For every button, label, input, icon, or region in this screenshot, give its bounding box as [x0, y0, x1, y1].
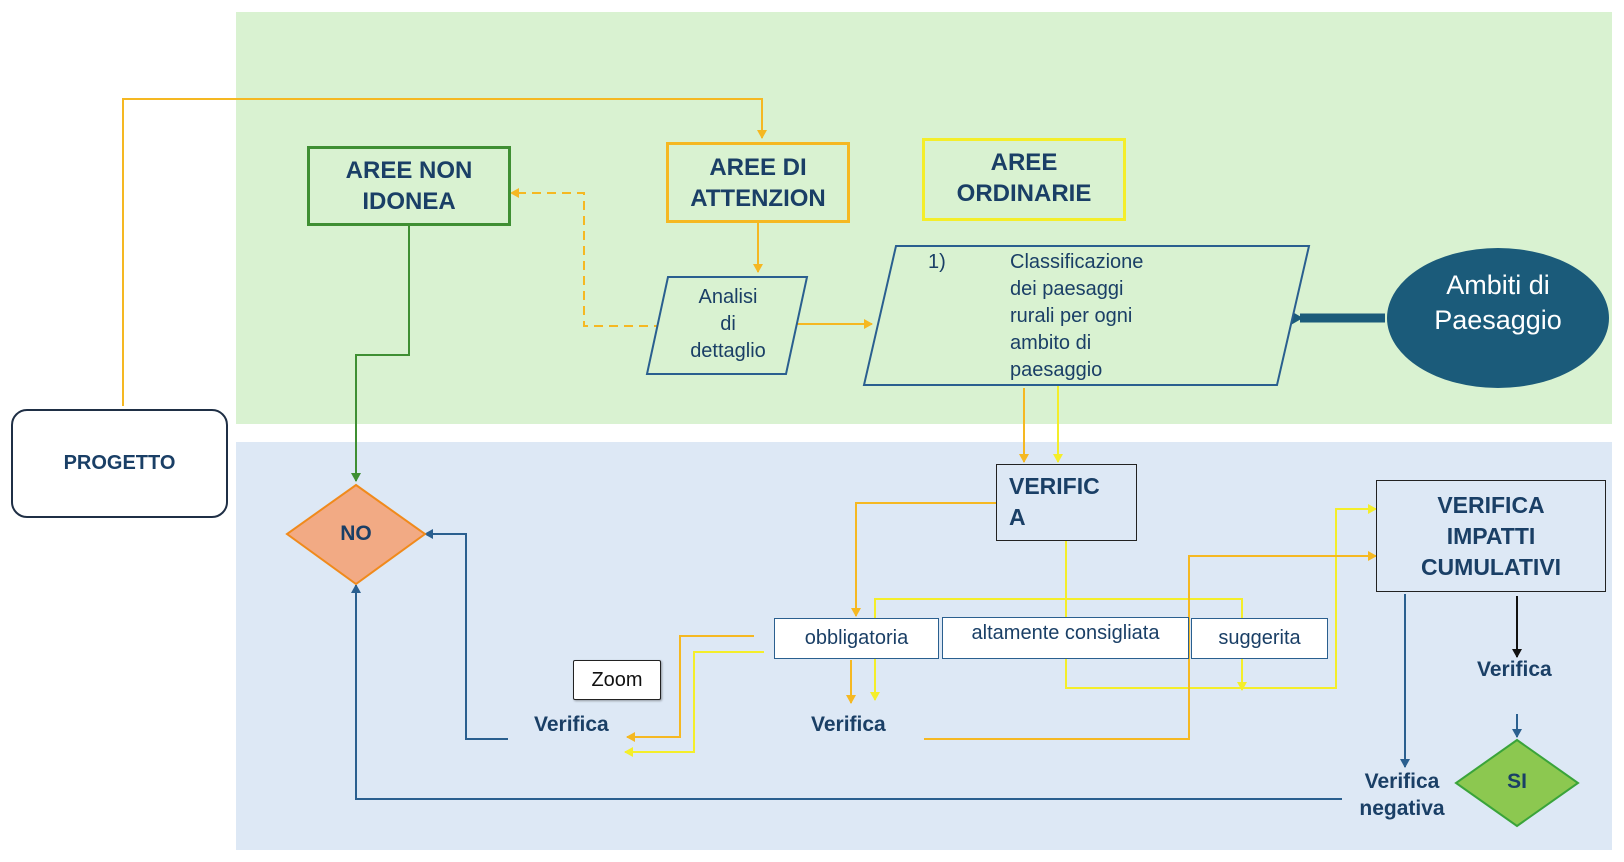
- aree-ordinarie-box[interactable]: AREE ORDINARIE: [922, 138, 1126, 221]
- nonidonea-to-no-connector: [351, 226, 410, 482]
- obbligatoria-to-verifica-left-orange: [626, 635, 754, 742]
- negativa-to-no-connector: [351, 584, 1342, 800]
- aree-attenzione-box[interactable]: AREE DI ATTENZION: [666, 142, 850, 223]
- obbligatoria-option[interactable]: obbligatoria: [774, 618, 939, 659]
- ambiti-ellipse[interactable]: [1387, 248, 1609, 388]
- classificazione-number: 1): [928, 251, 946, 273]
- si-label: SI: [1507, 770, 1527, 793]
- progetto-box[interactable]: PROGETTO: [11, 409, 228, 518]
- verifica-to-obbligatoria-connector: [851, 502, 996, 617]
- ambiti-label: Ambiti di Paesaggio: [1434, 270, 1562, 335]
- altamente-consigliata-option[interactable]: altamente consigliata: [942, 617, 1189, 659]
- no-label: NO: [340, 522, 372, 545]
- analisi-label: Analisi di dettaglio: [690, 286, 766, 362]
- verifica-mid-label: Verifica: [811, 713, 886, 736]
- aree-non-idonea-box[interactable]: AREE NON IDONEA: [307, 146, 511, 226]
- classificazione-label: Classificazione dei paesaggi rurali per …: [1010, 251, 1144, 381]
- verifica-left-to-no-connector: [424, 529, 508, 740]
- verifica-impatti-box[interactable]: VERIFICA IMPATTI CUMULATIVI: [1376, 480, 1606, 592]
- verifica-mid-to-impatti-connector: [924, 551, 1377, 740]
- classificazione-parallelogram[interactable]: [862, 245, 1311, 386]
- obbligatoria-to-verifica-left-yellow: [624, 651, 764, 757]
- verifica-left-label: Verifica: [534, 713, 609, 736]
- zoom-label[interactable]: Zoom: [573, 660, 661, 700]
- analisi-parallelogram[interactable]: [645, 276, 809, 375]
- verifica-right-label: Verifica: [1477, 658, 1552, 681]
- verifica-box[interactable]: VERIFIC A: [996, 464, 1137, 541]
- si-diamond[interactable]: [1454, 738, 1580, 828]
- verifica-negativa-label: Verifica negativa: [1359, 770, 1445, 820]
- progetto-to-attenzione-connector: [122, 98, 767, 406]
- suggerita-option[interactable]: suggerita: [1191, 618, 1328, 659]
- analisi-to-nonidonea-dashed-connector: [510, 188, 663, 327]
- no-diamond[interactable]: [285, 483, 427, 586]
